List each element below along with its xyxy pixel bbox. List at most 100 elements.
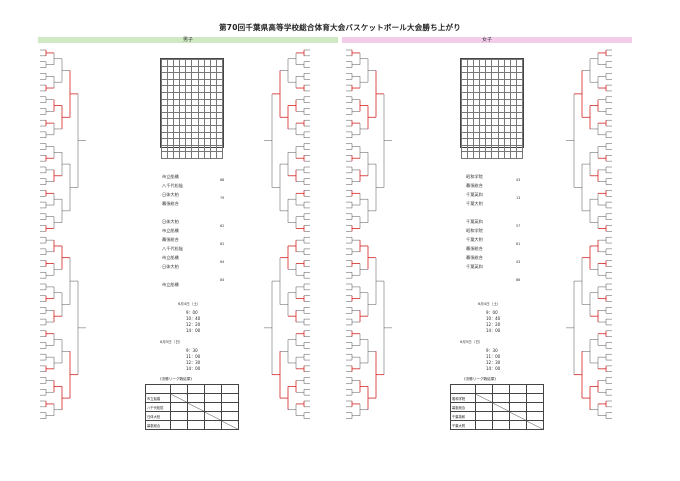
girls-sched-time2-1: 9：30 (486, 348, 498, 353)
grid-cell (515, 131, 524, 140)
grid-cell (215, 78, 224, 87)
league-cell (526, 411, 544, 421)
grid-cell (215, 118, 224, 126)
grid-cell (515, 85, 524, 93)
girls-fg-score-2: 13 (516, 196, 521, 200)
league-cell (204, 393, 222, 403)
girls-fg-team-3: 千葉英和 (466, 192, 483, 197)
girls-fg-team-2: 幕張総合 (466, 183, 483, 188)
grid-cell (515, 72, 524, 80)
league-cell (492, 420, 510, 430)
league-header-cell (187, 384, 205, 394)
league-cell (526, 402, 544, 412)
boys-sched-time-2: 10：40 (186, 316, 201, 321)
league-header-cell (170, 384, 188, 394)
league-cell (221, 393, 239, 403)
girls-sd-score-1: 57 (516, 224, 521, 228)
boys-section-header: 男子 (38, 37, 338, 43)
girls-sd-3: 千葉大附 (466, 237, 483, 242)
league-cell (492, 393, 510, 403)
grid-cell (515, 59, 524, 67)
league-header-cell (204, 384, 222, 394)
league-cell (170, 411, 188, 421)
girls-sched-date-2: 6月5日（日） (460, 340, 483, 344)
boys-sd-score-4: 84 (220, 278, 225, 282)
girls-sched-time2-2: 11：00 (486, 354, 501, 359)
league-cell (170, 402, 188, 412)
boys-fg-score-1: 88 (220, 178, 225, 182)
boys-fg-score-2: 79 (220, 196, 225, 200)
girls-fg-team-1: 昭和学院 (466, 174, 483, 179)
league-cell (475, 393, 493, 403)
league-cell (221, 420, 239, 430)
girls-sched-time2-4: 14：00 (486, 366, 501, 371)
league-cell (221, 402, 239, 412)
grid-cell (515, 65, 524, 74)
grid-cell (215, 105, 224, 113)
girls-sd-score-2: 81 (516, 242, 521, 246)
girls-league-label: 《決勝リーグ戦結果》 (462, 377, 498, 381)
boys-sd-score-1: 62 (220, 224, 225, 228)
league-team-name: 日体大柏 (145, 411, 171, 421)
boys-fg-team-1: 市立船橋 (162, 174, 179, 179)
league-cell (221, 411, 239, 421)
girls-sched-time-4: 14：00 (486, 328, 501, 333)
grid-cell (515, 138, 524, 146)
boys-league-table: 市立船橋八千代松陰日体大柏幕張総合 (145, 384, 239, 430)
boys-sd-4: 八千代松陰 (162, 246, 183, 251)
grid-cell (215, 144, 224, 153)
league-team-name: 市立船橋 (145, 393, 171, 403)
grid-cell (515, 91, 524, 100)
grid-cell (215, 111, 224, 120)
boys-fg-team-4: 幕張総合 (162, 201, 179, 206)
league-cell (475, 402, 493, 412)
girls-round-robin-grid (460, 58, 524, 159)
league-header-cell (526, 384, 544, 394)
girls-league-table: 昭和学院幕張総合千葉英和千葉大附 (450, 384, 544, 430)
league-cell (204, 402, 222, 412)
league-header-cell (509, 384, 527, 394)
girls-sd-score-3: 43 (516, 260, 521, 264)
league-header-cell (475, 384, 493, 394)
boys-sd-5: 市立船橋 (162, 255, 179, 260)
page-title: 第70回千葉県高等学校総合体育大会バスケットボール大会勝ち上がり (219, 23, 461, 32)
girls-sched-time-3: 12：20 (486, 322, 501, 327)
league-cell (509, 393, 527, 403)
girls-sd-1: 千葉英和 (466, 219, 483, 224)
girls-sd-4: 幕張総合 (466, 246, 483, 251)
girls-sd-2: 昭和学院 (466, 228, 483, 233)
league-cell (204, 411, 222, 421)
league-team-name: 幕張総合 (450, 402, 476, 412)
boys-sched-time2-4: 14：00 (186, 366, 201, 371)
boys-sd-score-3: 64 (220, 260, 225, 264)
league-cell (492, 411, 510, 421)
grid-cell (215, 131, 224, 140)
league-cell (509, 411, 527, 421)
grid-cell (515, 151, 524, 159)
girls-fg-team-4: 千葉大附 (466, 201, 483, 206)
boys-sched-time2-3: 12：30 (186, 360, 201, 365)
league-corner-cell (145, 384, 171, 394)
boys-sched-time2-2: 11：00 (186, 354, 201, 359)
grid-cell (215, 65, 224, 74)
boys-sched-date-1: 6月4日（土） (178, 302, 201, 306)
grid-cell (515, 118, 524, 126)
league-cell (187, 393, 205, 403)
boys-sd-6: 日体大柏 (162, 264, 179, 269)
grid-cell (515, 124, 524, 133)
grid-cell (515, 105, 524, 113)
grid-cell (215, 98, 224, 107)
league-corner-cell (450, 384, 476, 394)
grid-cell (515, 111, 524, 120)
boys-league-label: 《決勝リーグ戦結果》 (158, 377, 194, 381)
league-cell (187, 411, 205, 421)
boys-sched-date-2: 6月5日（日） (160, 340, 183, 344)
boys-sd-3: 幕張総合 (162, 237, 179, 242)
league-team-name: 幕張総合 (145, 420, 171, 430)
league-team-name: 八千代松陰 (145, 402, 171, 412)
league-cell (170, 393, 188, 403)
boys-sched-time-3: 12：20 (186, 322, 201, 327)
grid-cell (215, 91, 224, 100)
girls-section-header: 女子 (342, 37, 632, 43)
